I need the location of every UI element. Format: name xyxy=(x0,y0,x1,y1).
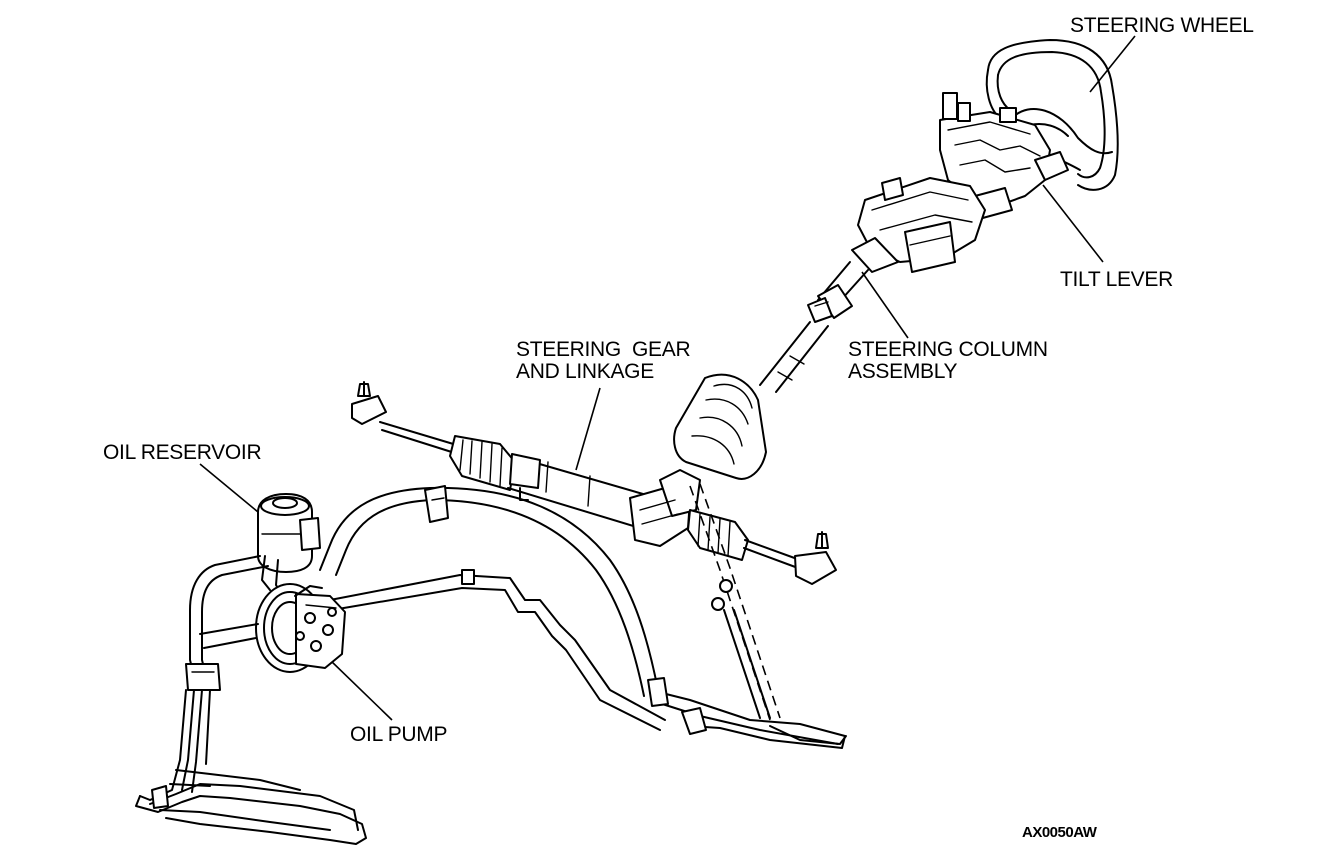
oil-reservoir-drawing xyxy=(189,493,321,681)
label-steering-gear-line2: AND LINKAGE xyxy=(516,360,654,383)
oil-pump-drawing xyxy=(199,583,346,673)
label-steering-wheel: STEERING WHEEL xyxy=(1070,14,1254,37)
label-steering-column-line1: STEERING COLUMN xyxy=(848,338,1048,361)
steering-gear-drawing xyxy=(351,381,837,585)
cooler-lines-drawing xyxy=(135,663,367,845)
steering-column-drawing xyxy=(673,92,1069,480)
label-steering-gear-line1: STEERING GEAR xyxy=(516,338,691,361)
label-steering-column-line2: ASSEMBLY xyxy=(848,360,958,383)
hoses-drawing xyxy=(319,483,847,749)
label-tilt-lever: TILT LEVER xyxy=(1060,268,1173,291)
leader-steering-gear xyxy=(575,387,601,471)
leader-steering-column xyxy=(861,271,909,339)
leader-tilt-lever xyxy=(1042,184,1104,263)
leader-lines xyxy=(199,35,1136,721)
figure-code: AX0050AW xyxy=(1022,824,1097,841)
leader-steering-wheel xyxy=(1089,35,1136,93)
leader-oil-pump xyxy=(329,659,393,721)
leader-oil-reservoir xyxy=(199,463,259,513)
label-oil-reservoir: OIL RESERVOIR xyxy=(103,441,262,464)
label-oil-pump: OIL PUMP xyxy=(350,723,448,746)
